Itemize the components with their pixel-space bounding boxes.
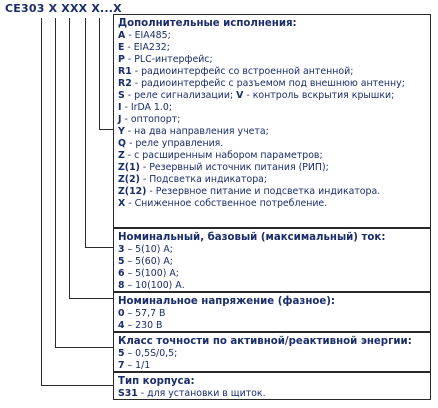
list-item: X - Сниженное собственное потребление. <box>118 198 328 209</box>
model-code-title: CE303 X XXX X...X <box>5 2 122 15</box>
list-item: 4 – 230 В <box>118 320 163 331</box>
list-item: 7 – 1/1 <box>118 360 151 371</box>
section-case-type: Тип корпуса: S31 - для установки в щиток… <box>113 372 431 400</box>
list-item: 8 – 10(100) А. <box>118 280 185 291</box>
list-item: Q - реле управления. <box>118 138 224 149</box>
list-item: 6 – 5(100) А; <box>118 268 179 279</box>
list-item: 0 – 57,7 В <box>118 308 166 319</box>
list-item: Z(1) - Резервный источник питания (РИП); <box>118 162 329 173</box>
connector-current <box>85 18 113 248</box>
list-item: J - оптопорт; <box>118 114 181 125</box>
connector-additional-options <box>99 18 113 130</box>
list-item: P - PLC-интерфейс; <box>118 54 213 65</box>
list-item: 5 – 5(60) А; <box>118 256 173 267</box>
list-item: Y - на два направления учета; <box>118 126 269 137</box>
section-heading: Номинальное напряжение (фазное): <box>118 296 336 307</box>
list-item: I - IrDA 1.0; <box>118 102 172 113</box>
list-item: R1 - радиоинтерфейс со встроенной антенн… <box>118 66 354 77</box>
connector-voltage <box>69 18 113 299</box>
section-current: Номинальный, базовый (максимальный) ток:… <box>113 228 431 292</box>
section-voltage: Номинальное напряжение (фазное): 0 – 57,… <box>113 292 431 332</box>
connector-accuracy <box>55 18 113 348</box>
list-item: S31 - для установки в щиток. <box>118 388 266 399</box>
list-item: E - EIA232; <box>118 42 170 53</box>
section-heading: Дополнительные исполнения: <box>118 18 297 29</box>
list-item: A - EIA485; <box>118 30 171 41</box>
list-item: Z(2) - Подсветка индикатора; <box>118 174 268 185</box>
list-item: Z - с расширенным набором параметров; <box>118 150 323 161</box>
list-item: 3 – 5(10) А; <box>118 244 173 255</box>
list-item: R2 - радиоинтерфейс с разъемом под внешн… <box>118 78 405 89</box>
list-item: 5 – 0,5S/0,5; <box>118 348 178 359</box>
section-heading: Тип корпуса: <box>118 376 195 387</box>
list-item: S - реле сигнализации; V - контроль вскр… <box>118 90 395 101</box>
section-heading: Класс точности по активной/реактивной эн… <box>118 336 412 347</box>
list-item: Z(12) - Резервное питание и подсветка ин… <box>118 186 381 197</box>
connector-case-type <box>41 18 113 386</box>
section-additional-options: Дополнительные исполнения: A - EIA485; E… <box>113 14 431 228</box>
section-heading: Номинальный, базовый (максимальный) ток: <box>118 232 386 243</box>
section-accuracy: Класс точности по активной/реактивной эн… <box>113 332 431 372</box>
